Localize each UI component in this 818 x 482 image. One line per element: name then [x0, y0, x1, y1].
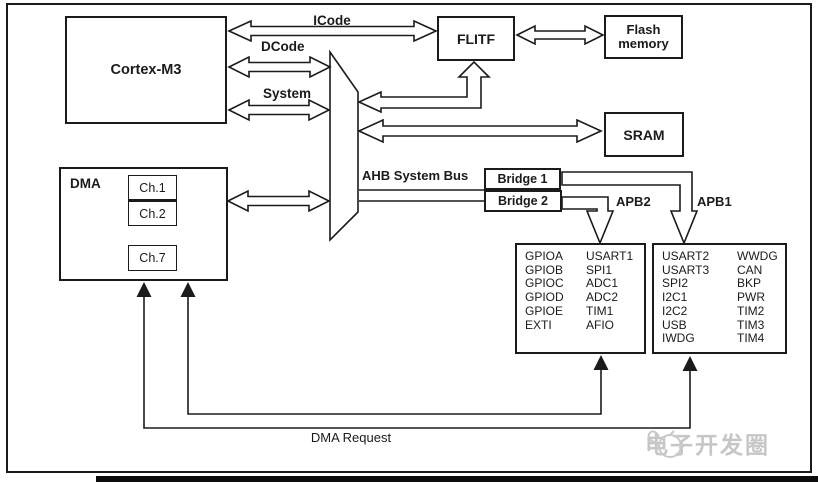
- peripheral-item: ADC1: [586, 276, 619, 291]
- peripheral-item: SPI2: [662, 276, 689, 291]
- icode-bus-label: ICode: [313, 13, 351, 28]
- peripheral-item: GPIOC: [525, 276, 564, 291]
- flitf-block: FLITF: [437, 16, 515, 61]
- peripheral-item: GPIOA: [525, 249, 564, 263]
- ch1-label: Ch.1: [139, 180, 166, 195]
- apb1-peripherals-col2: WWDG CAN BKP PWR TIM2 TIM3 TIM4: [737, 249, 778, 352]
- peripheral-item: GPIOB: [525, 262, 564, 277]
- apb2-request-arrowhead: [593, 355, 609, 370]
- bus-matrix-shape: [329, 49, 359, 242]
- bridge1-block: Bridge 1: [484, 168, 561, 190]
- ahb-system-bus-label: AHB System Bus: [362, 168, 469, 183]
- dma-request-path-apb1: [143, 296, 691, 429]
- peripheral-item: TIM2: [737, 303, 765, 318]
- dma-request-label: DMA Request: [310, 430, 392, 445]
- dma-channel-7: Ch.7: [128, 245, 177, 271]
- peripheral-item: GPIOE: [525, 303, 564, 318]
- diagram-border: [6, 3, 812, 473]
- cortex-m3-block: Cortex-M3: [65, 16, 227, 124]
- flitf-label: FLITF: [456, 30, 496, 47]
- dma-request-path-apb2: [187, 296, 602, 415]
- peripheral-item: I2C1: [662, 290, 688, 305]
- peripheral-item: SPI1: [586, 262, 613, 277]
- dma-channel-2: Ch.2: [128, 200, 177, 226]
- peripheral-item: I2C2: [662, 303, 688, 318]
- matrix-flitf-arrow: [357, 60, 491, 114]
- dma-request-arrowhead-left: [136, 282, 152, 297]
- apb2-arrow: [561, 196, 615, 246]
- peripheral-item: AFIO: [586, 317, 615, 332]
- peripheral-item: IWDG: [662, 331, 695, 346]
- ch7-label: Ch.7: [139, 251, 166, 265]
- bridge2-label: Bridge 2: [497, 194, 548, 208]
- peripheral-item: TIM1: [586, 303, 614, 318]
- sram-label: SRAM: [623, 126, 665, 143]
- apb1-arrow: [561, 171, 699, 246]
- peripheral-item: USART2: [662, 249, 710, 263]
- peripheral-item: USART1: [586, 249, 634, 263]
- apb2-peripherals-col1: GPIOA GPIOB GPIOC GPIOD GPIOE EXTI: [525, 249, 586, 352]
- peripheral-item: PWR: [737, 290, 765, 305]
- peripheral-item: USB: [662, 317, 687, 332]
- peripheral-item: CAN: [737, 262, 763, 277]
- peripheral-item: TIM3: [737, 317, 765, 332]
- apb1-bus-label: APB1: [697, 194, 732, 209]
- system-arrow: [227, 98, 331, 122]
- peripheral-item: EXTI: [525, 317, 552, 332]
- system-bus-label: System: [263, 86, 312, 101]
- flash-memory-label: Flash memory: [618, 21, 669, 51]
- peripheral-item: WWDG: [737, 249, 778, 263]
- peripheral-item: ADC2: [586, 290, 619, 305]
- ch2-label: Ch.2: [139, 206, 166, 221]
- bridge1-label: Bridge 1: [497, 172, 548, 186]
- dcode-bus-label: DCode: [261, 39, 305, 54]
- apb1-peripherals-col1: USART2 USART3 SPI2 I2C1 I2C2 USB IWDG: [662, 249, 737, 352]
- bridge2-block: Bridge 2: [484, 190, 562, 212]
- flitf-flash-arrow: [515, 24, 605, 46]
- peripheral-item: USART3: [662, 262, 710, 277]
- matrix-sram-arrow: [357, 118, 603, 144]
- dma-request-arrowhead-right: [180, 282, 196, 297]
- cortex-m3-label: Cortex-M3: [110, 62, 182, 78]
- peripheral-item: GPIOD: [525, 290, 564, 305]
- dcode-arrow: [227, 55, 332, 79]
- dma-channel-1: Ch.1: [128, 175, 177, 200]
- flash-memory-block: Flash memory: [604, 15, 683, 59]
- apb2-peripherals-box: GPIOA GPIOB GPIOC GPIOD GPIOE EXTI USART…: [515, 243, 646, 354]
- dma-title: DMA: [70, 176, 101, 191]
- dma-matrix-arrow: [226, 189, 331, 213]
- watermark: 电子开发圈: [645, 426, 770, 460]
- peripheral-item: BKP: [737, 276, 762, 291]
- apb2-bus-label: APB2: [616, 194, 651, 209]
- ahb-bus-lines: [359, 189, 484, 202]
- sram-block: SRAM: [604, 112, 684, 157]
- chick-logo-icon: [647, 430, 687, 458]
- apb1-request-arrowhead: [682, 356, 698, 371]
- icode-arrow: [227, 19, 438, 43]
- peripheral-item: TIM4: [737, 331, 765, 346]
- apb1-peripherals-box: USART2 USART3 SPI2 I2C1 I2C2 USB IWDG WW…: [652, 243, 787, 354]
- apb2-peripherals-col2: USART1 SPI1 ADC1 ADC2 TIM1 AFIO: [586, 249, 634, 352]
- bottom-bar: [96, 476, 818, 482]
